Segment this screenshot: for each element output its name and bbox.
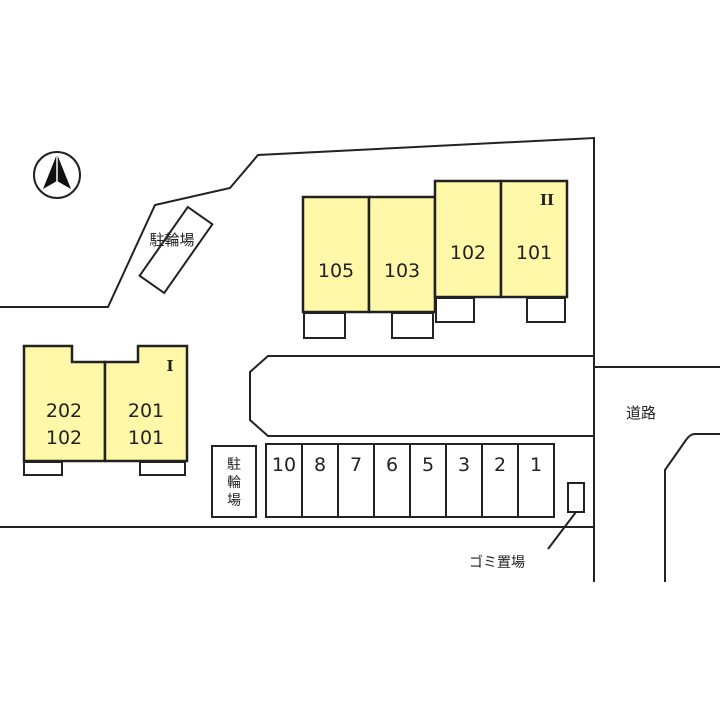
- parking-space: [373, 443, 411, 518]
- garbage-area-label: ゴミ置場: [469, 554, 525, 571]
- bicycle-parking-bottom: [211, 445, 257, 518]
- parking-space-number: 3: [458, 454, 470, 476]
- parking-space-number: 7: [350, 454, 362, 476]
- parking-space: [265, 443, 303, 518]
- unit-label: 102: [450, 242, 486, 264]
- bicycle-parking-top: [138, 205, 214, 295]
- balcony: [526, 297, 566, 323]
- bicycle-parking-top-label: 駐輪場: [149, 231, 194, 249]
- road-label: 道路: [626, 404, 656, 422]
- driveway: [249, 355, 594, 437]
- unit-label: 105: [318, 260, 354, 282]
- garbage-area: [567, 482, 585, 513]
- bicycle-parking-bottom-label: 駐: [227, 457, 241, 473]
- parking-space: [517, 443, 555, 518]
- unit-101: [499, 179, 569, 299]
- site-boundary: [0, 136, 595, 582]
- unit-label: 101: [128, 427, 164, 449]
- unit-103: [367, 195, 437, 314]
- parking-space-number: 5: [422, 454, 434, 476]
- parking-lot: 10 8 7 6 5 3 2 1: [265, 443, 555, 518]
- unit-102: [433, 179, 503, 299]
- unit-label: 102: [46, 427, 82, 449]
- balcony: [391, 312, 434, 339]
- unit-105: [301, 195, 371, 314]
- parking-space-number: 10: [272, 454, 296, 476]
- unit-label: 101: [516, 242, 552, 264]
- balcony: [23, 461, 63, 476]
- bicycle-parking-bottom-label: 場: [227, 493, 241, 509]
- unit-label: 202: [46, 400, 82, 422]
- parking-space: [409, 443, 447, 518]
- parking-space-number: 1: [530, 454, 542, 476]
- unit-201-101: [103, 344, 189, 463]
- building-mark: II: [540, 191, 554, 209]
- parking-space: [445, 443, 483, 518]
- parking-space-number: 2: [494, 454, 506, 476]
- building-1: 202 102 201 101 I: [22, 344, 189, 476]
- parking-space-number: 8: [314, 454, 326, 476]
- garbage-leader-line: [547, 511, 577, 550]
- parking-space-number: 6: [386, 454, 398, 476]
- parking-space: [481, 443, 519, 518]
- unit-label: 103: [384, 260, 420, 282]
- building-mark: I: [166, 357, 173, 375]
- road-edge-curve: [664, 433, 720, 582]
- balcony: [435, 297, 475, 323]
- balcony: [139, 461, 186, 476]
- parking-space: [337, 443, 375, 518]
- bicycle-parking-bottom-label: 輪: [227, 474, 241, 491]
- unit-label: 201: [128, 400, 164, 422]
- north-arrow-icon: [33, 151, 81, 199]
- balcony: [303, 312, 346, 339]
- building-2: 105 103 102 101 II: [301, 179, 569, 339]
